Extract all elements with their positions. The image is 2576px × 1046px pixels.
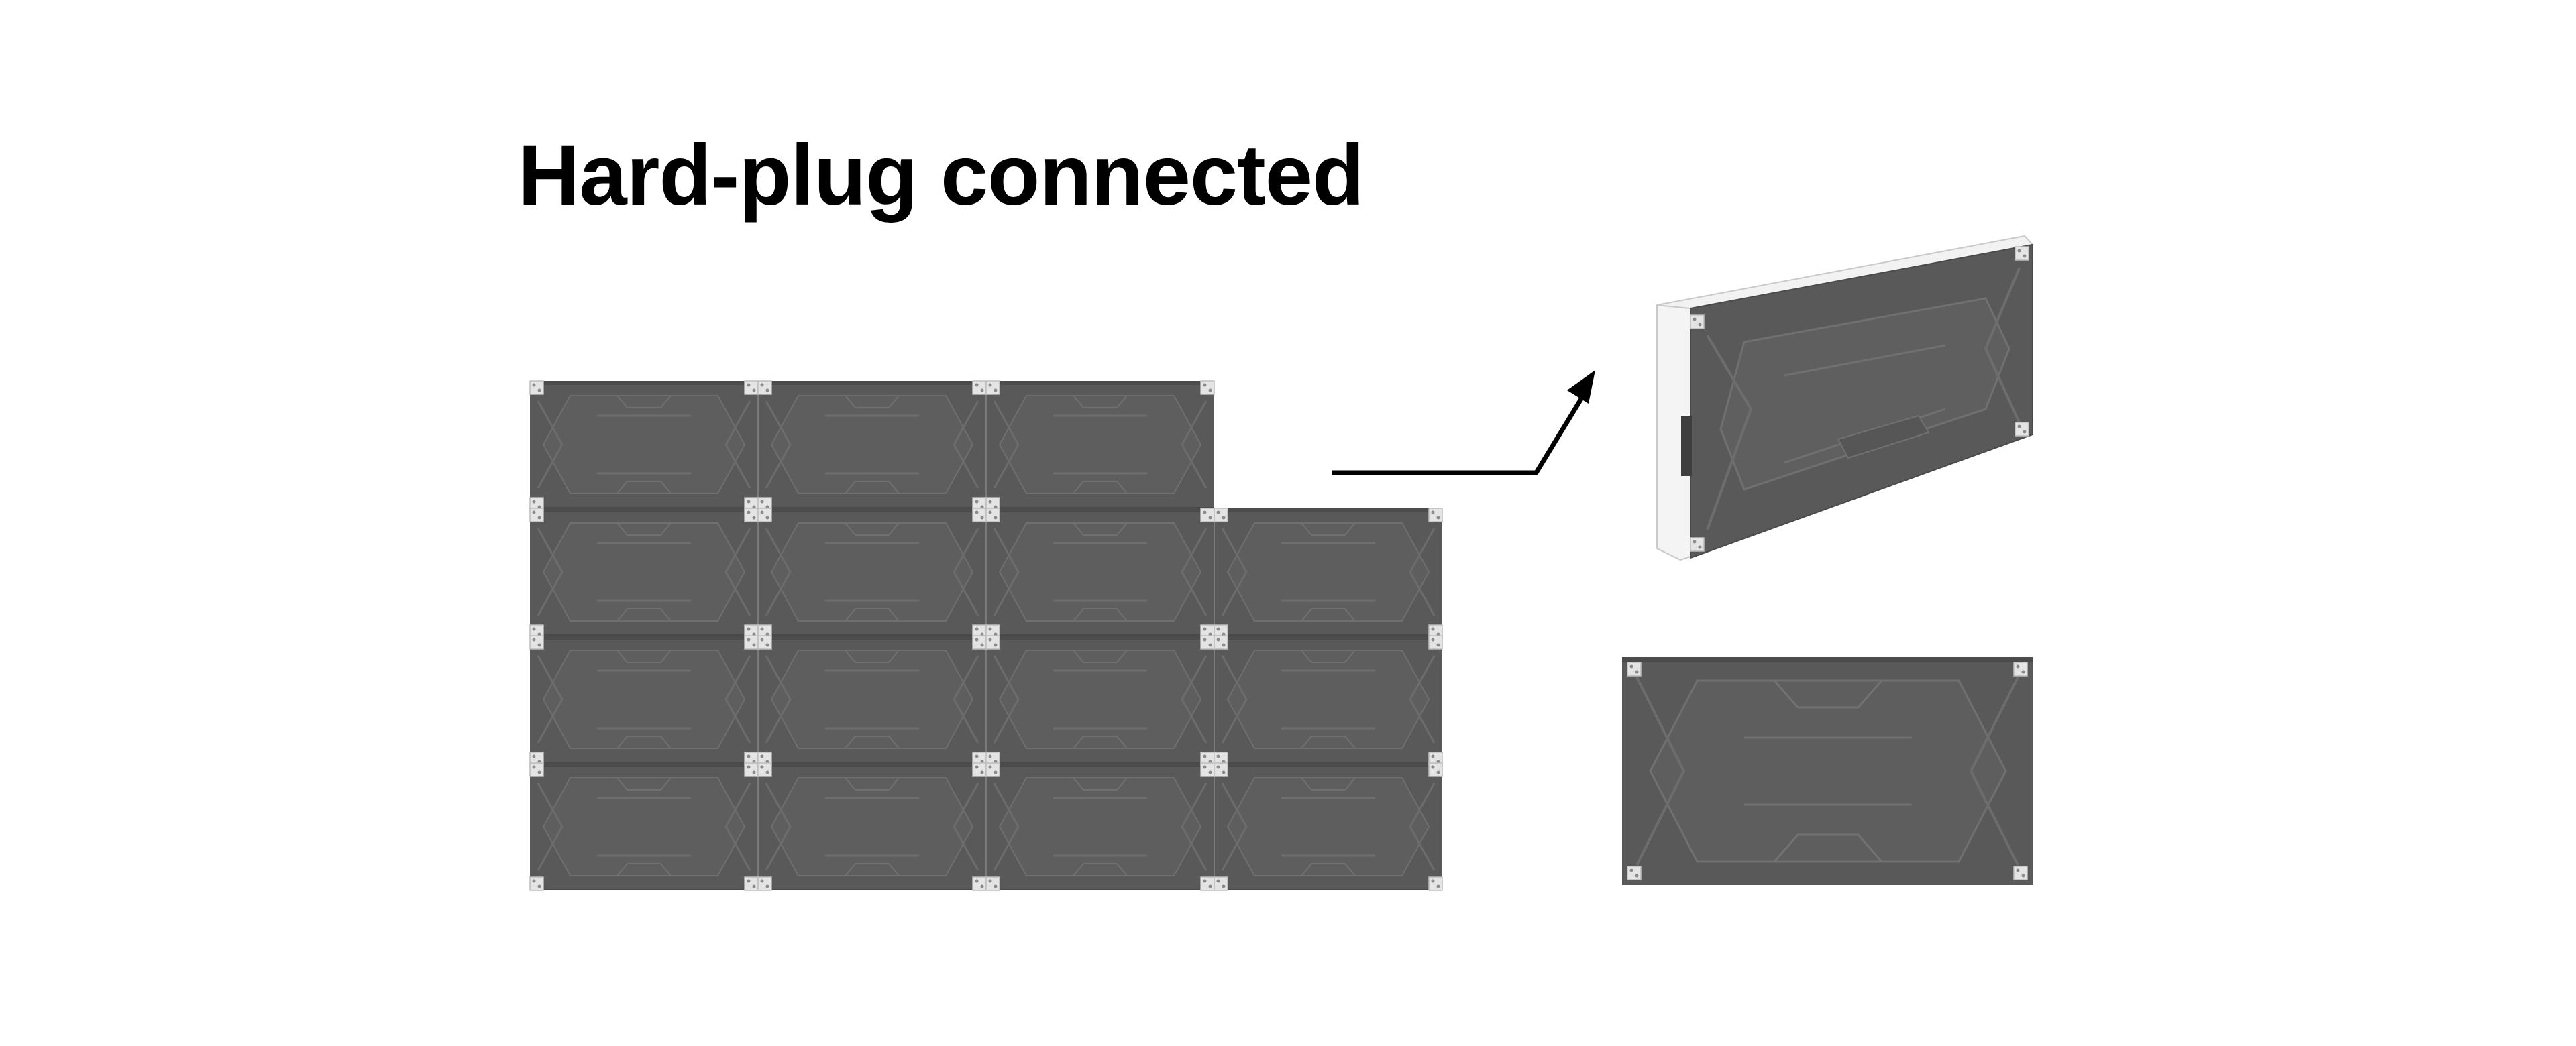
page-title: Hard-plug connected — [518, 127, 1364, 223]
cabinet-angled-view — [1656, 235, 2034, 561]
arrow-icon — [1332, 370, 1595, 475]
cabinet-back-view — [1622, 657, 2033, 885]
cabinet-wall — [529, 380, 1444, 892]
